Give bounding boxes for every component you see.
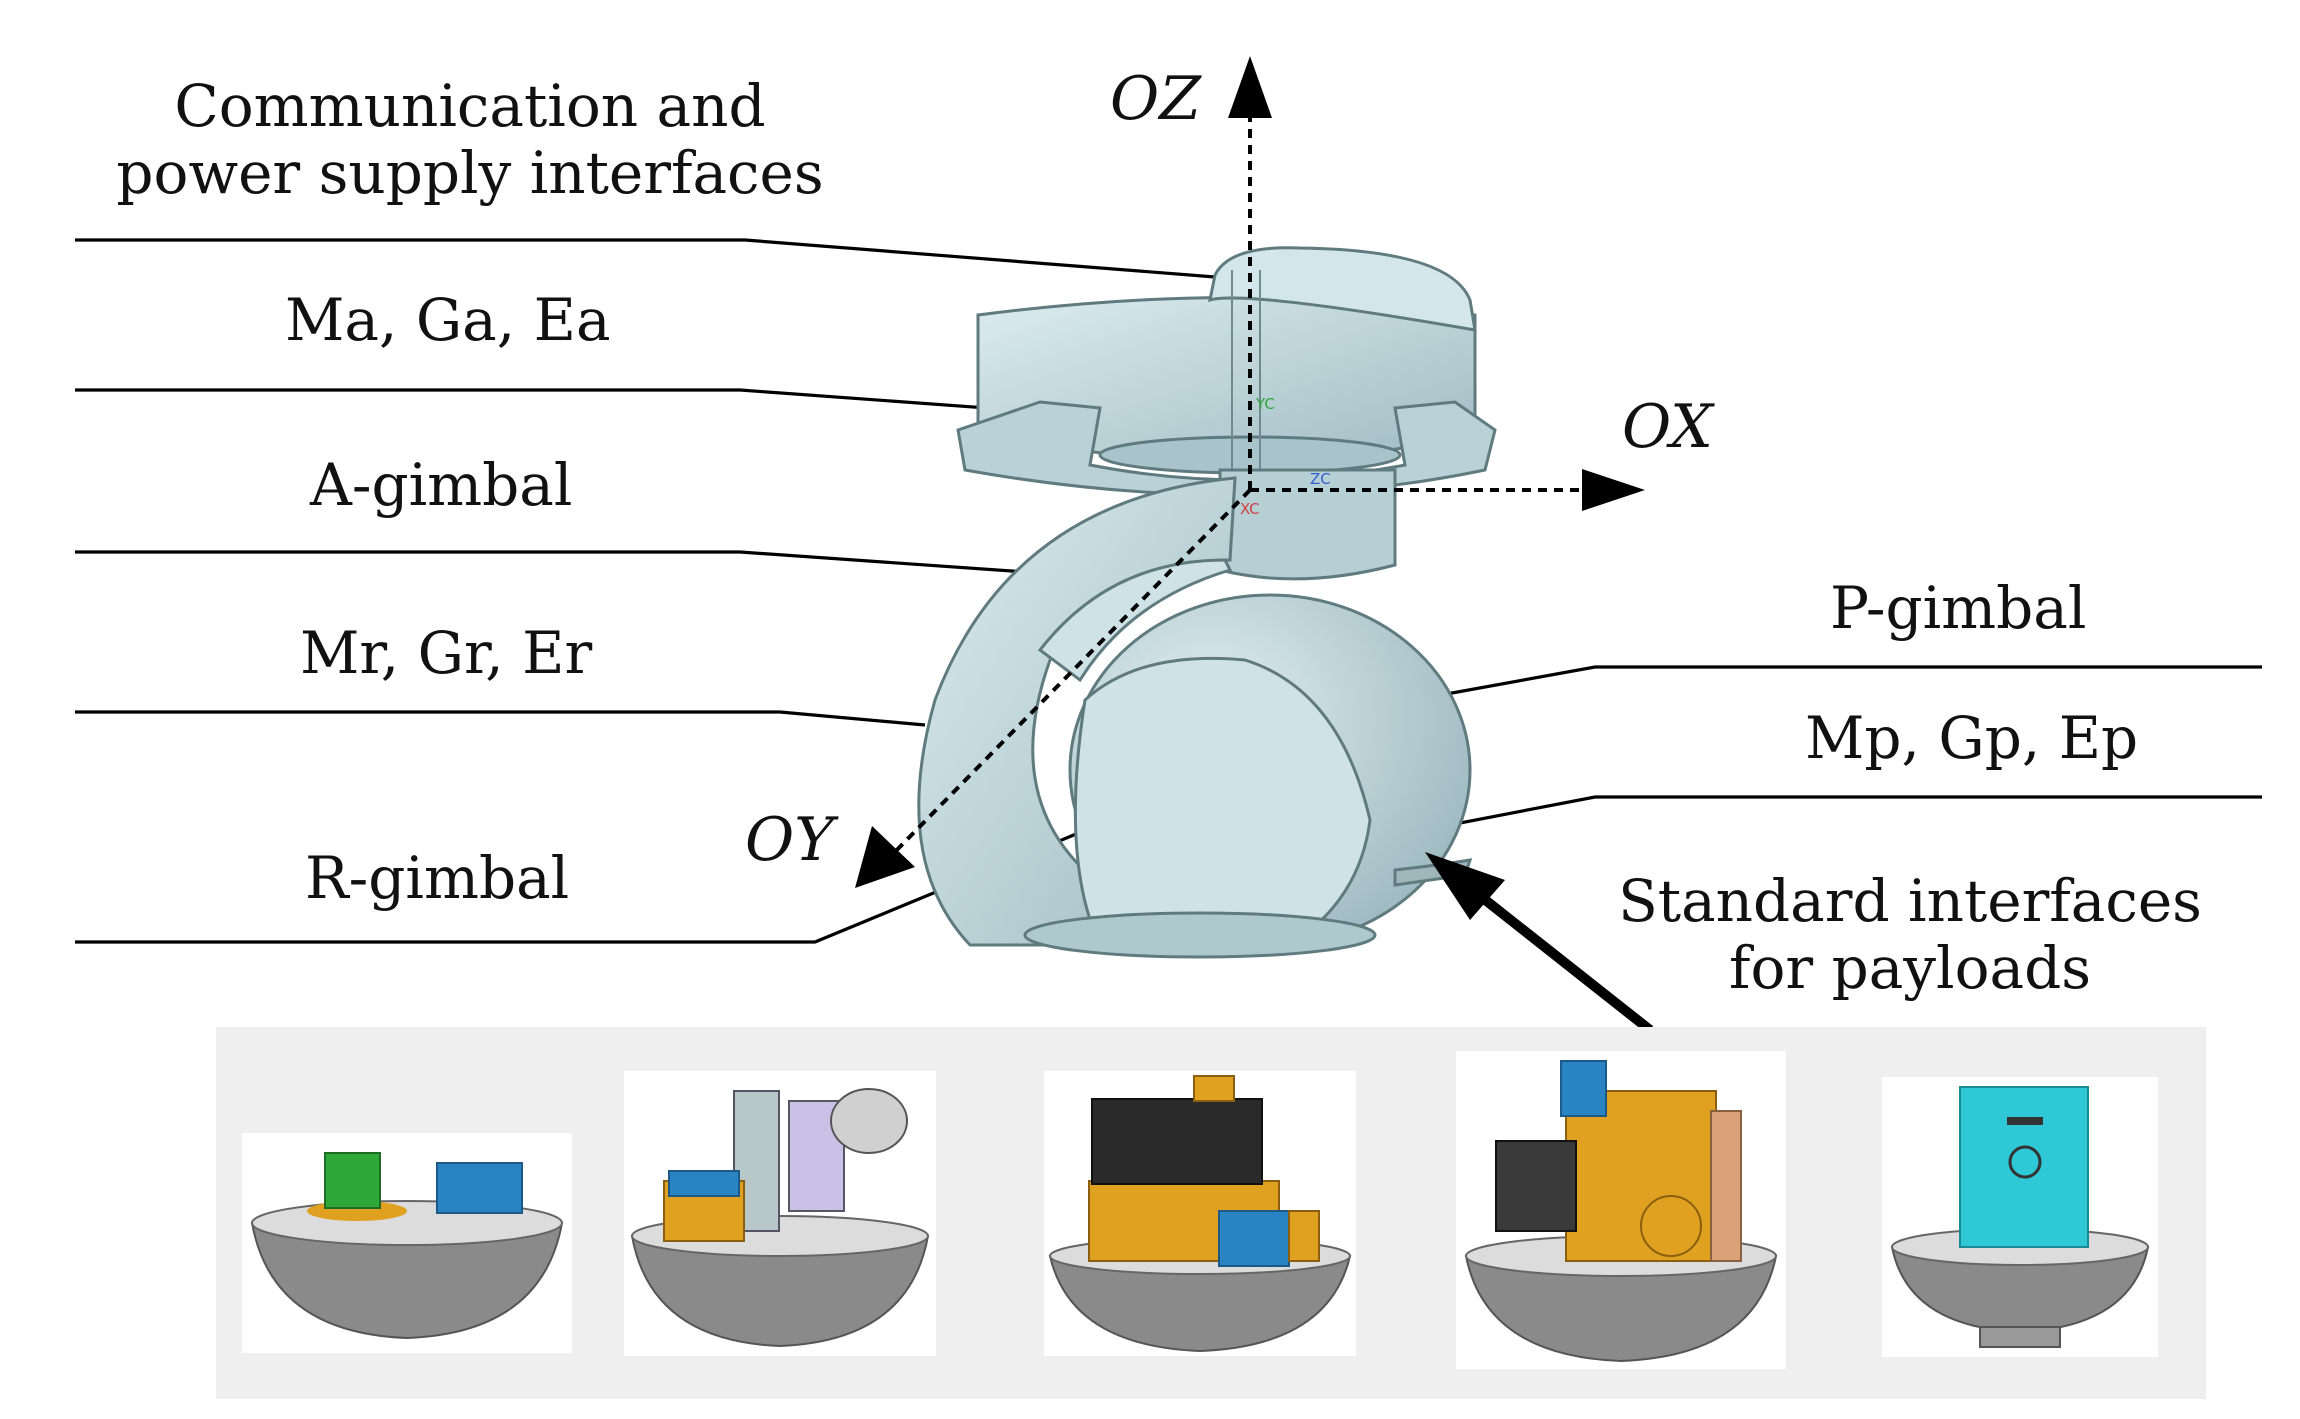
coordinate-axes — [883, 92, 1600, 864]
cad-tag-yc: YC — [1256, 395, 1275, 413]
cad-tag-xc: XC — [1240, 500, 1260, 518]
payload-module-1 — [242, 1133, 572, 1353]
label-p-gimbal: P-gimbal — [1830, 574, 2087, 642]
payload-5-graphic — [1890, 1086, 2150, 1348]
label-comm-power-interfaces: Communication and power supply interface… — [116, 72, 824, 207]
label-a-gimbal: A-gimbal — [310, 451, 573, 519]
payload-interface-arrowhead — [1425, 852, 1505, 920]
cad-tag-zc: ZC — [1310, 470, 1331, 488]
axis-arrowheads — [855, 56, 1645, 888]
leader-comm-power — [75, 238, 1216, 279]
payload-1-graphic — [250, 1152, 564, 1340]
label-ma-ga-ea: Ma, Ga, Ea — [285, 286, 611, 354]
p-gimbal-ball — [1023, 593, 1473, 959]
axis-label-oy: OY — [745, 805, 834, 875]
leader-p-gimbal — [1429, 665, 2262, 699]
payload-module-2 — [624, 1071, 936, 1356]
oy-axis — [883, 488, 1252, 864]
axis-label-oz: OZ — [1110, 64, 1201, 134]
label-standard-interfaces: Standard interfaces for payloads — [1618, 867, 2202, 1002]
oy-arrowhead — [855, 826, 915, 888]
payload-module-5 — [1882, 1077, 2158, 1357]
label-mp-gp-ep: Mp, Gp, Ep — [1805, 704, 2139, 772]
leader-mp-gp-ep — [1329, 795, 2262, 850]
leader-lines — [75, 238, 2262, 944]
payload-3-graphic — [1048, 1075, 1352, 1353]
payload-module-3 — [1044, 1071, 1356, 1356]
payload-2-graphic — [630, 1088, 930, 1348]
payload-strip — [216, 1027, 2206, 1399]
payload-module-4 — [1456, 1051, 1786, 1369]
label-r-gimbal: R-gimbal — [305, 844, 570, 912]
leader-mr-gr-er — [75, 710, 926, 727]
ox-arrowhead — [1582, 469, 1645, 511]
axis-label-ox: OX — [1622, 392, 1713, 462]
payload-interface-arrow — [1456, 876, 1654, 1034]
oz-arrowhead — [1228, 56, 1272, 118]
gimbal-neck — [1218, 468, 1397, 581]
leader-a-gimbal — [75, 550, 1041, 575]
payload-4-graphic — [1464, 1060, 1778, 1363]
label-mr-gr-er: Mr, Gr, Er — [300, 619, 593, 687]
a-r-gimbal-body — [917, 476, 1237, 947]
upper-housing — [956, 246, 1497, 497]
